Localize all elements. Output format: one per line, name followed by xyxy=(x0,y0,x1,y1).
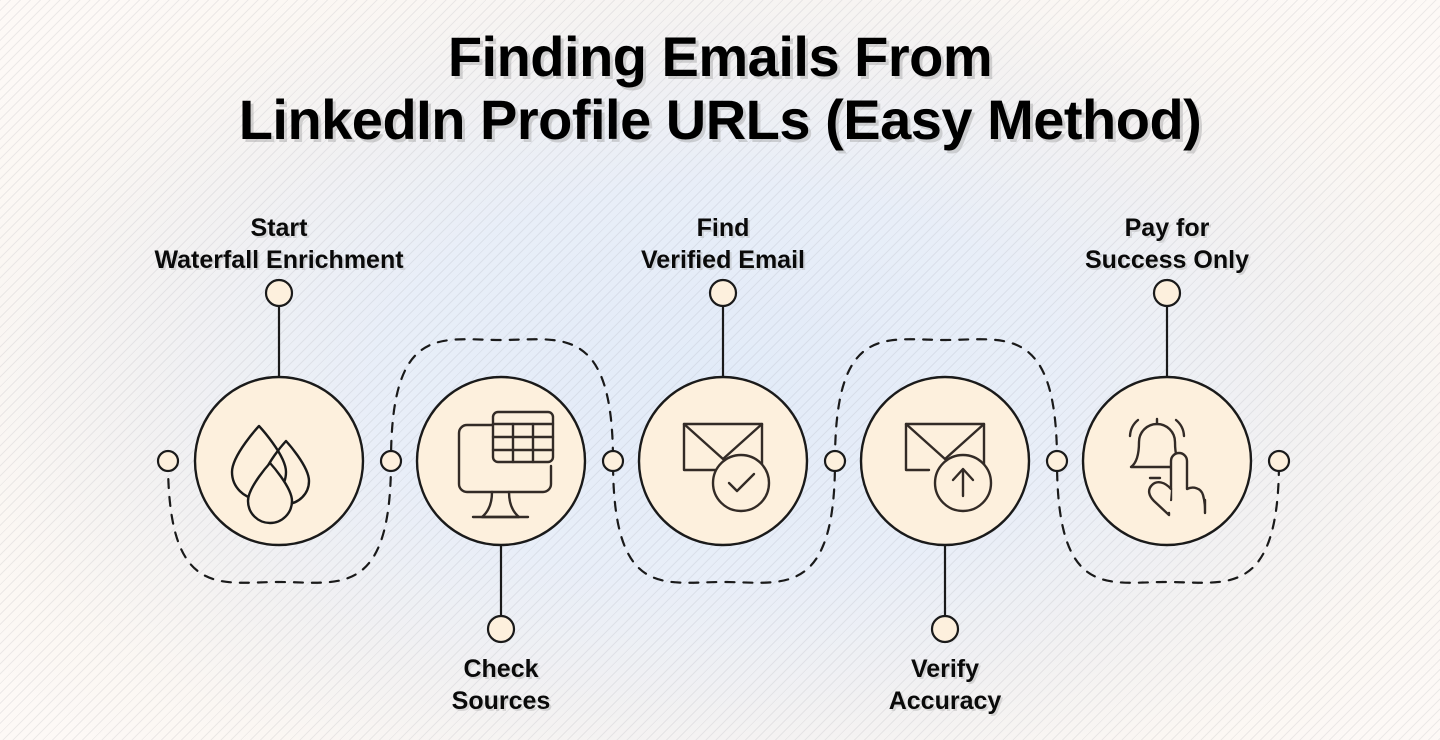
stem-dot-step-2 xyxy=(486,614,516,644)
node-label-step-5: Pay for Success Only xyxy=(1017,212,1317,276)
connector-wave-path xyxy=(166,338,1281,584)
node-label-step-2-line1: Check xyxy=(463,655,539,683)
connector-dot-5 xyxy=(1267,449,1291,473)
node-label-step-2: Check Sources xyxy=(351,653,651,717)
node-label-step-3-line2: Verified Email xyxy=(641,246,805,274)
stem-dot-step-4 xyxy=(930,614,960,644)
water-drops-icon xyxy=(230,424,311,525)
stem-dot-step-5 xyxy=(1152,278,1182,308)
node-circle-step-1[interactable] xyxy=(193,375,365,547)
node-label-step-1: Start Waterfall Enrichment xyxy=(129,212,429,276)
envelope-upload-icon xyxy=(904,422,993,513)
stem-dot-step-1 xyxy=(264,278,294,308)
stem-dot-step-3 xyxy=(708,278,738,308)
node-label-step-4-line2: Accuracy xyxy=(888,687,1002,715)
connector-dot-4 xyxy=(1045,449,1069,473)
monitor-spreadsheet-icon xyxy=(457,410,555,519)
bell-hand-click-icon xyxy=(1128,417,1207,517)
node-label-step-3-line1: Find xyxy=(696,214,750,242)
connector-dot-1 xyxy=(379,449,403,473)
node-label-step-5-line1: Pay for xyxy=(1124,214,1210,242)
envelope-check-icon xyxy=(682,422,771,513)
connector-dot-2 xyxy=(601,449,625,473)
node-label-step-4: Verify Accuracy xyxy=(795,653,1095,717)
node-label-step-2-line2: Sources xyxy=(451,687,551,715)
node-label-step-1-line1: Start xyxy=(250,214,308,242)
node-label-step-4-line1: Verify xyxy=(910,655,980,683)
connector-dot-0 xyxy=(156,449,180,473)
title-line-2: LinkedIn Profile URLs (Easy Method) xyxy=(238,87,1202,151)
title-line-1: Finding Emails From xyxy=(447,25,993,88)
node-label-step-3: Find Verified Email xyxy=(573,212,873,276)
node-label-step-1-line2: Waterfall Enrichment xyxy=(154,246,404,274)
node-label-step-5-line2: Success Only xyxy=(1085,246,1249,274)
page-title: Finding Emails From LinkedIn Profile URL… xyxy=(0,25,1440,151)
connector-dot-3 xyxy=(823,449,847,473)
